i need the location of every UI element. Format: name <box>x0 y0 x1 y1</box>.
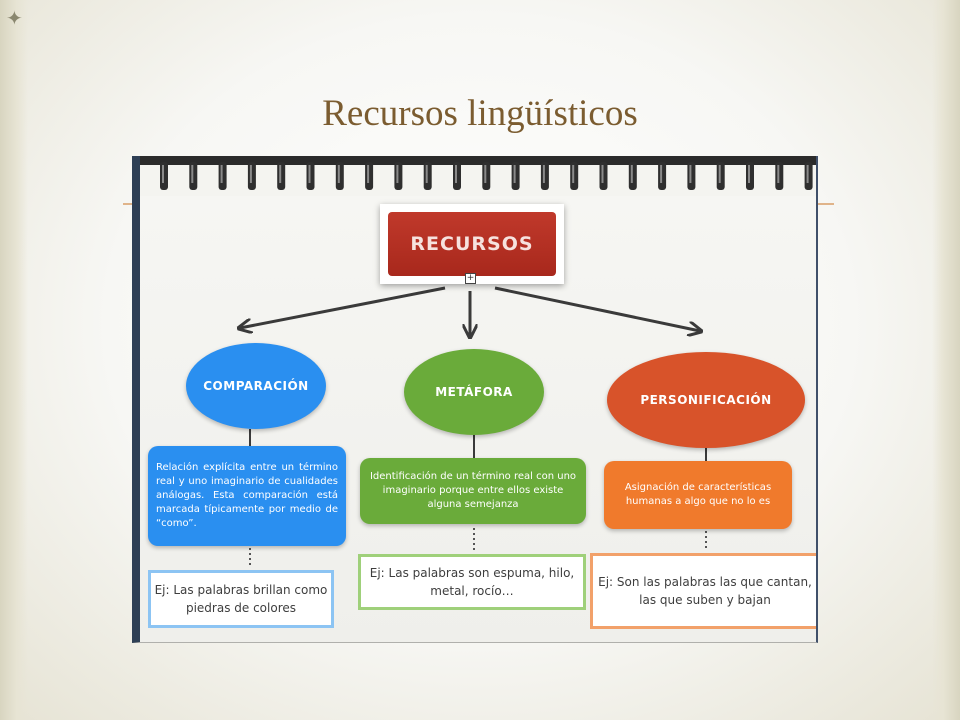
title-rule-right <box>818 203 834 205</box>
binding-ring-highlight <box>425 165 428 183</box>
binding-ring-highlight <box>367 165 370 183</box>
binding-ring-highlight <box>718 165 721 183</box>
binding-ring-highlight <box>308 165 311 183</box>
binding-ring-highlight <box>455 165 457 183</box>
binding-ring-highlight <box>601 165 604 183</box>
example-metafora: Ej: Las palabras son espuma, hilo, metal… <box>358 554 586 610</box>
spiral-binding <box>160 162 813 190</box>
slide-frame-left <box>0 0 28 720</box>
root-node: RECURSOS <box>380 204 564 284</box>
expand-plus-icon[interactable]: + <box>465 273 476 284</box>
description-personificacion: Asignación de características humanas a … <box>604 461 792 529</box>
binding-ring-highlight <box>777 165 780 183</box>
root-node-label: RECURSOS <box>388 212 556 276</box>
binding-ring-highlight <box>484 165 487 183</box>
connectors <box>140 286 707 568</box>
binding-ring-highlight <box>191 165 194 183</box>
binding-ring-highlight <box>660 165 663 183</box>
binding-ring-highlight <box>689 165 692 183</box>
binding-ring-highlight <box>748 165 750 183</box>
notebook-top-edge <box>140 156 816 165</box>
node-comparacion: COMPARACIÓN <box>186 343 326 429</box>
example-personificacion: Ej: Son las palabras las que cantan, las… <box>590 553 816 629</box>
binding-ring-highlight <box>513 165 516 183</box>
binding-ring-highlight <box>279 165 282 183</box>
binding-ring-highlight <box>630 165 633 183</box>
binding-ring-highlight <box>572 165 575 183</box>
binding-ring-highlight <box>220 165 223 183</box>
title-rule-left <box>123 203 135 205</box>
description-comparacion: Relación explícita entre un término real… <box>148 446 346 546</box>
binding-ring-highlight <box>542 165 545 183</box>
arrow-to-personificacion <box>494 286 700 331</box>
node-personificacion: PERSONIFICACIÓN <box>607 352 805 448</box>
binding-ring-highlight <box>162 165 164 183</box>
binding-ring-highlight <box>337 165 340 183</box>
notebook-diagram: RECURSOS + COMPARACIÓN METÁFORA PERSONIF… <box>132 156 818 643</box>
four-point-star-icon: ✦ <box>6 6 23 30</box>
binding-ring-highlight <box>249 165 252 183</box>
description-metafora: Identificación de un término real con un… <box>360 458 586 524</box>
binding-ring-highlight <box>806 165 809 183</box>
example-comparacion: Ej: Las palabras brillan como piedras de… <box>148 570 334 628</box>
node-metafora: METÁFORA <box>404 349 544 435</box>
arrow-to-comparacion <box>240 286 446 328</box>
slide-title: Recursos lingüísticos <box>322 93 638 134</box>
binding-ring-highlight <box>396 165 399 183</box>
slide-frame-right <box>932 0 960 720</box>
